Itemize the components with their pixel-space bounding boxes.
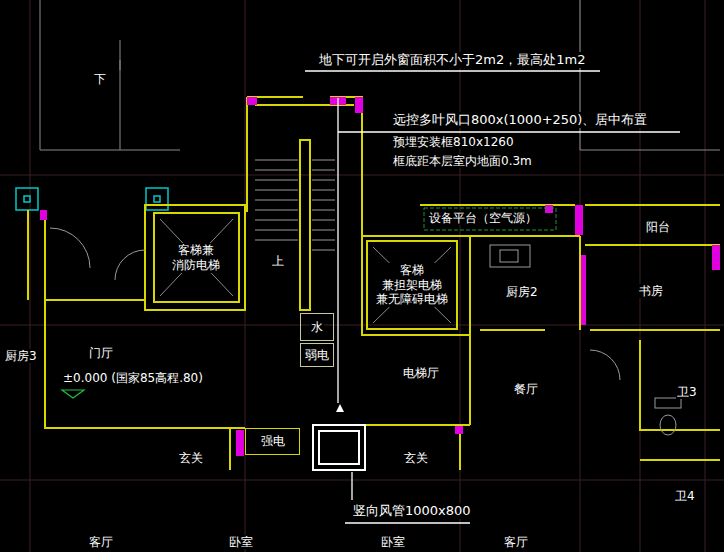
- room-label: 客厅: [88, 535, 114, 549]
- node-text: 强电: [260, 434, 286, 449]
- level-label: ±0.000 (国家85高程.80): [62, 371, 204, 385]
- vertical-duct: [313, 425, 365, 470]
- shaft-box: 弱电: [300, 343, 334, 367]
- node-text: 水: [310, 320, 324, 335]
- room-label: 门厅: [88, 346, 114, 360]
- node-text: 客梯兼 消防电梯: [170, 243, 222, 273]
- room-label: 厨房2: [505, 285, 539, 299]
- stair-treads: [255, 160, 335, 250]
- column-pieces: [40, 97, 720, 456]
- room-label: 厨房3: [4, 349, 38, 363]
- annotation-note: 地下可开启外窗面积不小于2m2，最高处1m2: [318, 52, 586, 68]
- room-label: 卧室: [228, 535, 254, 549]
- room-label: 阳台: [645, 220, 671, 234]
- annotation-note: 预埋安装框810x1260: [392, 135, 515, 149]
- room-label: 卫3: [676, 385, 698, 399]
- shaft-box: 水: [300, 313, 334, 341]
- shaft-box: 强电: [245, 428, 300, 455]
- room-label: 电梯厅: [402, 366, 440, 380]
- upper-walls: [40, 0, 720, 150]
- platform-outline: [424, 208, 556, 230]
- elevator-shaft: 客梯 兼担架电梯 兼无障碍电梯: [366, 240, 458, 330]
- stair-direction: 下: [93, 72, 107, 86]
- duct-arrow: [336, 404, 344, 412]
- annotation-note: 框底距本层室内地面0.3m: [392, 154, 533, 168]
- walls: [28, 97, 720, 470]
- room-label: 客厅: [503, 535, 529, 549]
- elevator-shaft: 客梯兼 消防电梯: [153, 212, 240, 303]
- elevator-marks: [160, 219, 451, 323]
- annotation-note: 远控多叶风口800x(1000+250)、居中布置: [392, 112, 648, 128]
- node-text: 弱电: [304, 348, 330, 363]
- fixtures: [50, 228, 681, 435]
- room-label: 玄关: [178, 451, 204, 465]
- room-label: 书房: [638, 284, 664, 298]
- annotation-note: 竖向风管1000x800: [352, 503, 472, 519]
- room-label: 餐厅: [513, 382, 539, 396]
- level-marker: [62, 390, 84, 398]
- leader-lines: [305, 71, 680, 523]
- room-label: 卫4: [674, 489, 696, 503]
- node-text: 客梯 兼担架电梯 兼无障碍电梯: [375, 263, 448, 306]
- stair-direction: 上: [271, 254, 285, 268]
- room-label: 设备平台（空气源）: [428, 211, 538, 225]
- room-label: 玄关: [403, 451, 429, 465]
- room-label: 卧室: [380, 535, 406, 549]
